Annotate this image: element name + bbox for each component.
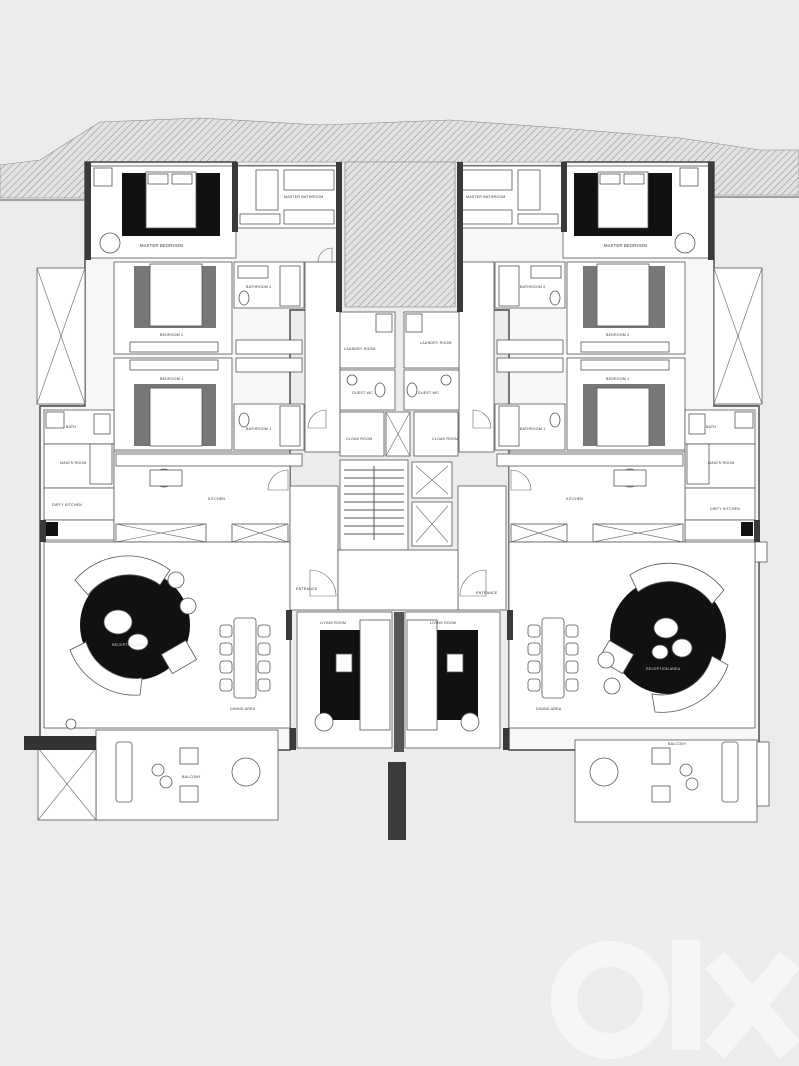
right-reception-label: RECEPTION AREA: [646, 667, 681, 671]
left-entrance-label: ENTRANCE: [296, 587, 318, 591]
core-lobby: [337, 549, 459, 611]
right-corridor: [458, 261, 495, 453]
left-dining-table: [233, 617, 257, 699]
right-bedroom-2-label: BEDROOM 2: [606, 333, 629, 337]
right-entrance-hall: [457, 485, 507, 611]
left-master-armchair: [99, 232, 121, 254]
right-bedroom-1-bed: [596, 387, 650, 447]
core-guest-wc-left-label: GUEST WC: [352, 391, 373, 395]
left-bedroom-1-bed: [149, 387, 203, 447]
left-bathroom-1-label: BATHROOM 1: [246, 427, 272, 431]
right-kitchen-label: KITCHEN: [566, 497, 583, 501]
left-dirty-kitchen-label: DIRTY KITCHEN: [52, 503, 82, 507]
left-dining-chairs: [219, 624, 271, 692]
right-dining-table: [541, 617, 565, 699]
left-bedroom-2-label: BEDROOM 2: [160, 333, 183, 337]
right-dining-label: DINING AREA: [536, 707, 562, 711]
left-corridor: [304, 261, 341, 453]
right-reception-sofa: [629, 562, 725, 605]
right-bathroom-2-label: BATHROOM 2: [520, 285, 546, 289]
left-dining-label: DINING AREA: [230, 707, 256, 711]
left-maids-room-label: MAID'S ROOM: [60, 461, 86, 465]
left-bedroom-2-bed: [149, 263, 203, 327]
right-master-armchair: [674, 232, 696, 254]
left-beam: [24, 736, 96, 750]
core-cloak-right: [413, 411, 459, 457]
core-guest-wc-right-label: GUEST WC: [418, 391, 439, 395]
right-bath-label: BATH: [706, 425, 716, 429]
left-bedroom-1-label: BEDROOM 1: [160, 377, 183, 381]
right-entrance-label: ENTRANCE: [476, 591, 498, 595]
core-cloak-left-label: CLOAK ROOM: [346, 437, 372, 441]
left-reception-sofa: [74, 555, 171, 596]
right-dirty-kitchen-label: DIRTY KITCHEN: [710, 507, 740, 511]
watermark-text: olx: [0, 0, 7, 1]
core-guest-wc-left: [339, 369, 396, 411]
left-reception-label: RECEPTION AREA: [112, 643, 147, 647]
structural-walls: [40, 162, 760, 752]
right-bedroom-2-bed: [596, 263, 650, 327]
core-laundry-right-label: LAUNDRY ROOM: [420, 341, 452, 345]
core-cloak-left: [339, 411, 385, 457]
left-bathroom-2-label: BATHROOM 2: [246, 285, 272, 289]
left-master-bathroom-label: MASTER BATHROOM: [284, 195, 323, 199]
stair-treads: [344, 466, 404, 540]
right-maids-room-label: MAID'S ROOM: [708, 461, 734, 465]
left-balcony-label: BALCONY: [182, 775, 201, 779]
right-living-room-label: LIVING ROOM: [430, 621, 456, 625]
left-master-bedroom-label: MASTER BEDROOM: [140, 243, 183, 248]
left-reception-rug: [80, 570, 190, 680]
lightwell: [344, 161, 456, 308]
left-kitchen-label: KITCHEN: [208, 497, 225, 501]
core-laundry-left-label: LAUNDRY ROOM: [344, 347, 376, 351]
left-entrance-hall: [289, 485, 339, 611]
right-balcony-label: BALCONY: [668, 742, 687, 746]
right-master-bathroom-label: MASTER BATHROOM: [466, 195, 505, 199]
left-living-room-label: LIVING ROOM: [320, 621, 346, 625]
right-dirty-kitchen: [684, 487, 756, 521]
left-bath-label: BATH: [66, 425, 76, 429]
central-column: [388, 762, 406, 840]
right-master-bedroom-label: MASTER BEDROOM: [604, 243, 647, 248]
right-dining-chairs: [527, 624, 579, 692]
right-bathroom-1-label: BATHROOM 1: [520, 427, 546, 431]
core-cloak-right-label: CLOAK ROOM: [432, 437, 458, 441]
right-bedroom-1-label: BEDROOM 1: [606, 377, 629, 381]
